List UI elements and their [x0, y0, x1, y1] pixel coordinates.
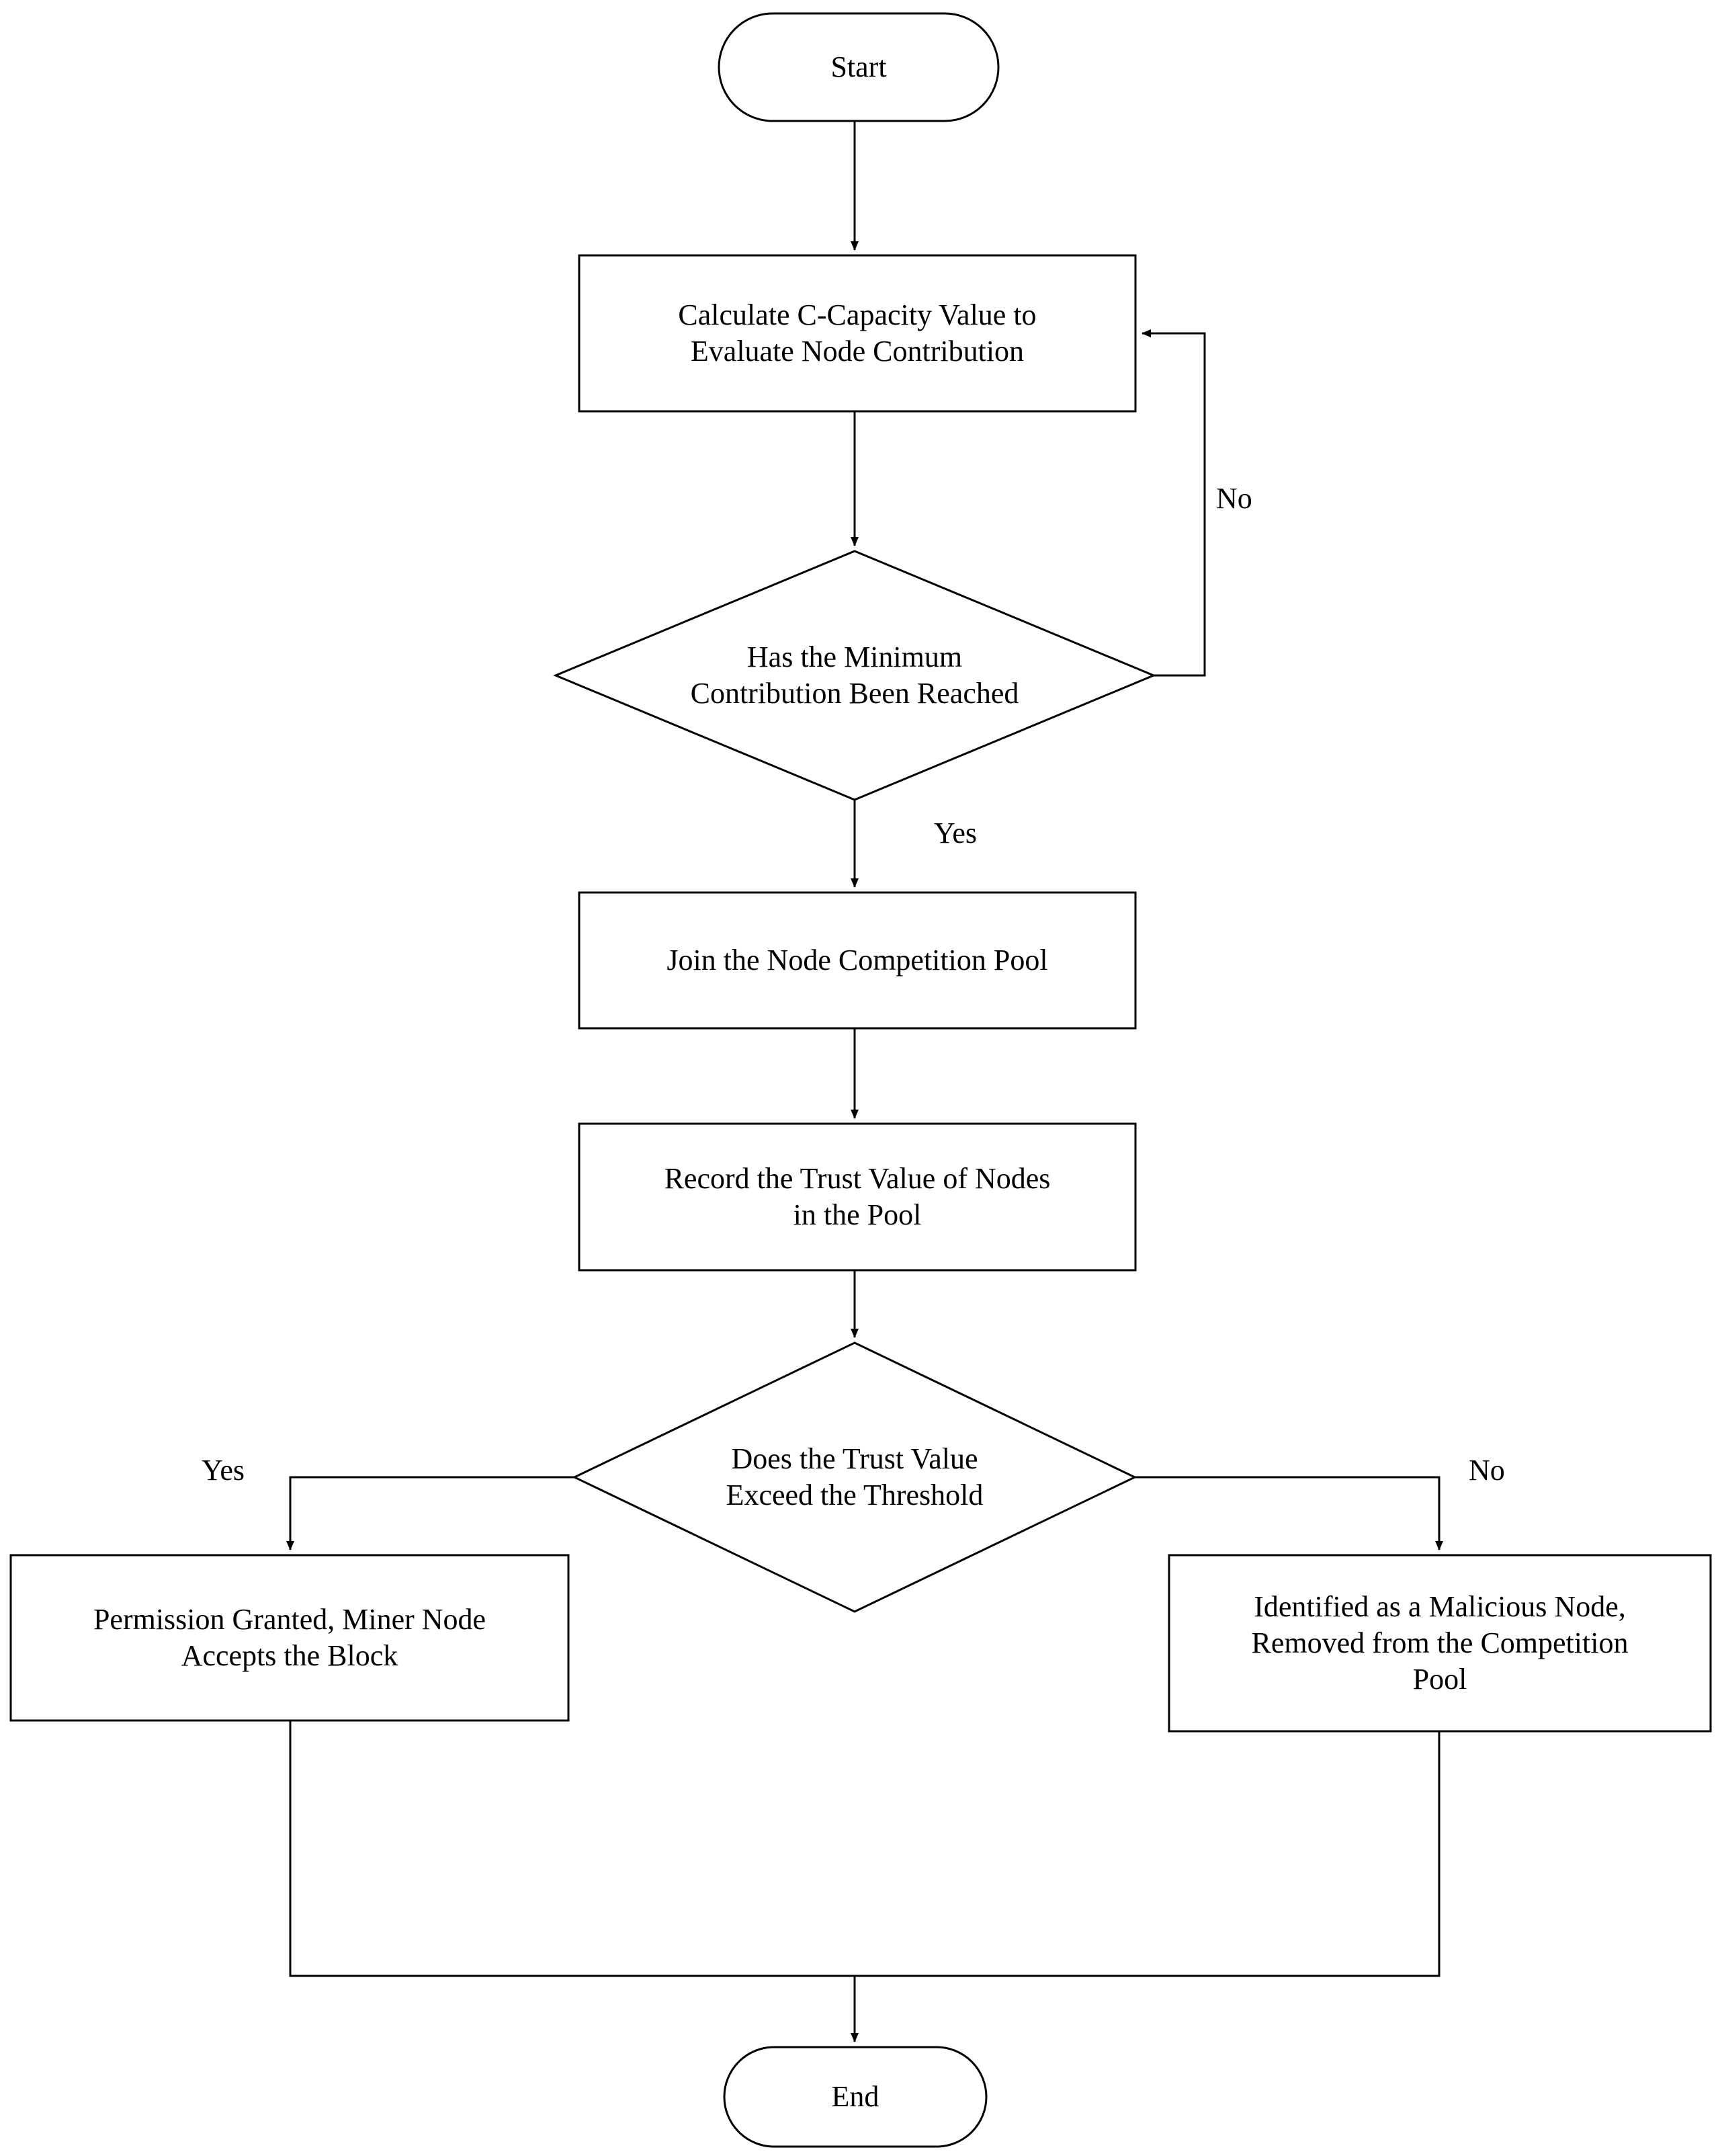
permission-granted-box-shape	[9, 1554, 570, 1722]
end-terminal[interactable]	[724, 2047, 986, 2147]
edge-granted-to-merge	[289, 1720, 855, 1977]
end-terminal-shape	[723, 2046, 988, 2148]
permission-granted-box[interactable]	[11, 1555, 568, 1720]
edge-label-trust-yes: Yes	[202, 1454, 245, 1487]
edge-label-trust-no: No	[1469, 1454, 1505, 1487]
join-pool-box[interactable]	[579, 893, 1135, 1028]
calculate-capacity-box-shape	[578, 254, 1137, 413]
record-trust-box[interactable]	[579, 1124, 1135, 1270]
edge-min-check-no-loop	[1142, 329, 1206, 677]
start-terminal-shape	[718, 12, 1000, 122]
join-pool-box-shape	[578, 891, 1137, 1030]
edge-malicious-to-merge	[855, 1731, 1440, 1977]
calculate-capacity-box[interactable]	[579, 255, 1135, 411]
edge-trust-no-to-malicious	[1135, 1476, 1443, 1550]
trust-threshold-decision-shape	[572, 1341, 1137, 1613]
edge-trust-yes-to-granted	[286, 1476, 574, 1550]
malicious-node-box-shape	[1168, 1554, 1712, 1733]
record-trust-box-shape	[578, 1122, 1137, 1272]
malicious-node-box[interactable]	[1169, 1555, 1711, 1731]
start-terminal[interactable]	[719, 13, 998, 121]
edge-label-min-check-yes: Yes	[934, 817, 978, 849]
edge-label-min-check-no: No	[1216, 482, 1252, 515]
trust-threshold-decision[interactable]	[574, 1343, 1135, 1612]
minimum-contribution-decision[interactable]	[556, 551, 1154, 800]
